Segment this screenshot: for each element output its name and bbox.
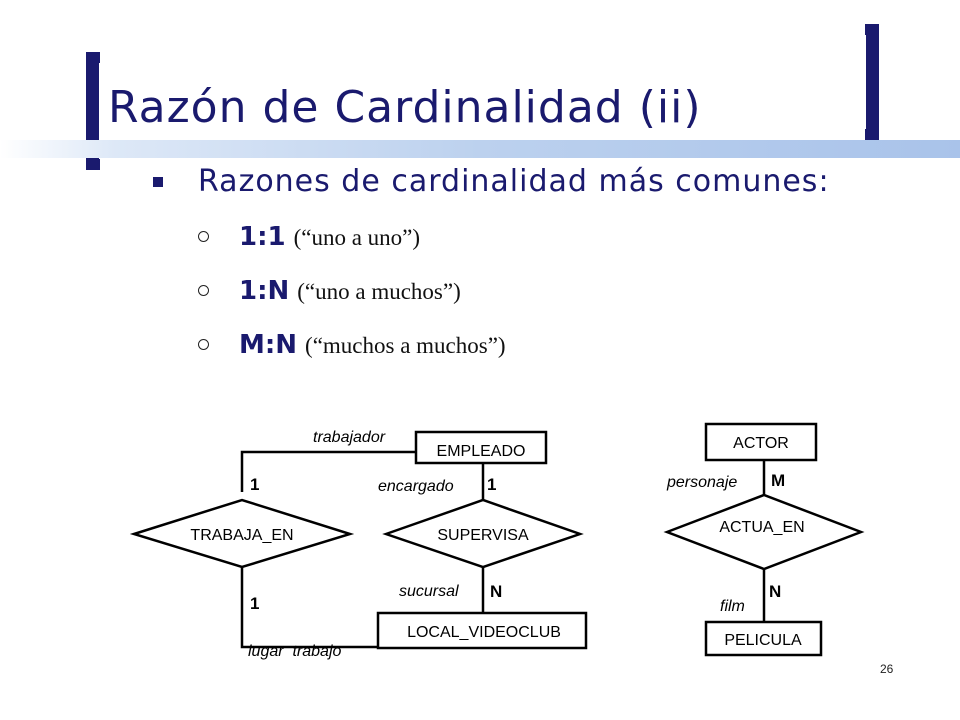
entity-actor-box: [704, 422, 818, 462]
role-film-label: film: [720, 598, 745, 615]
entity-actor-label: ACTOR: [733, 435, 789, 452]
cardinality-code: M:N: [239, 330, 298, 360]
ring-bullet-icon: [198, 285, 209, 297]
entity-pelicula-label: PELICULA: [724, 632, 802, 649]
role-trabajador-label: trabajador: [313, 429, 386, 446]
entity-local-box: [376, 611, 588, 650]
cardinality-desc: (“muchos a muchos”): [305, 333, 506, 358]
connector-line: [240, 567, 378, 649]
cardinality-label: 1: [250, 475, 259, 494]
cardinality-code: 1:N: [239, 276, 290, 306]
cardinality-desc: (“uno a uno”): [293, 225, 421, 250]
cardinality-label: 1: [250, 594, 259, 613]
list-item: M:N (“muchos a muchos”): [198, 330, 506, 360]
relationship-trabaja-label: TRABAJA_EN: [190, 527, 293, 544]
entity-local-label: LOCAL_VIDEOCLUB: [407, 624, 561, 641]
relationship-trabaja-diamond: [129, 498, 355, 569]
page-number: 26: [880, 662, 894, 676]
connector-line: [240, 450, 416, 492]
bullet-square-icon: [153, 177, 163, 187]
relationship-supervisa-diamond: [382, 498, 584, 569]
cardinality-desc: (“uno a muchos”): [297, 279, 461, 304]
entity-empleado-label: EMPLEADO: [437, 443, 526, 460]
cardinality-label: N: [490, 582, 502, 601]
ring-bullet-icon: [198, 231, 209, 243]
slide-title: Razón de Cardinalidad (ii): [108, 82, 702, 133]
bullet-text: Razones de cardinalidad más comunes:: [198, 164, 830, 199]
cardinality-label: M: [771, 471, 785, 490]
cardinality-label: 1: [487, 475, 496, 494]
ring-bullet-icon: [198, 339, 209, 351]
relationship-supervisa-label: SUPERVISA: [437, 527, 529, 544]
right-bracket-decoration: [865, 24, 879, 140]
cardinality-label: N: [769, 582, 781, 601]
list-item: 1:1 (“uno a uno”): [198, 222, 420, 252]
role-encargado-label: encargado: [378, 478, 454, 495]
role-lugar-trabajo-label: lugar trabajo: [248, 643, 341, 660]
list-item: 1:N (“uno a muchos”): [198, 276, 461, 306]
relationship-actua-label: ACTUA_EN: [719, 519, 804, 536]
relationship-actua-diamond: [663, 493, 865, 571]
role-sucursal-label: sucursal: [399, 583, 459, 600]
entity-empleado-box: [414, 430, 548, 465]
entity-pelicula-box: [704, 620, 823, 657]
cardinality-code: 1:1: [239, 222, 286, 252]
title-underline-bar: [0, 140, 960, 158]
role-personaje-label: personaje: [666, 474, 737, 491]
